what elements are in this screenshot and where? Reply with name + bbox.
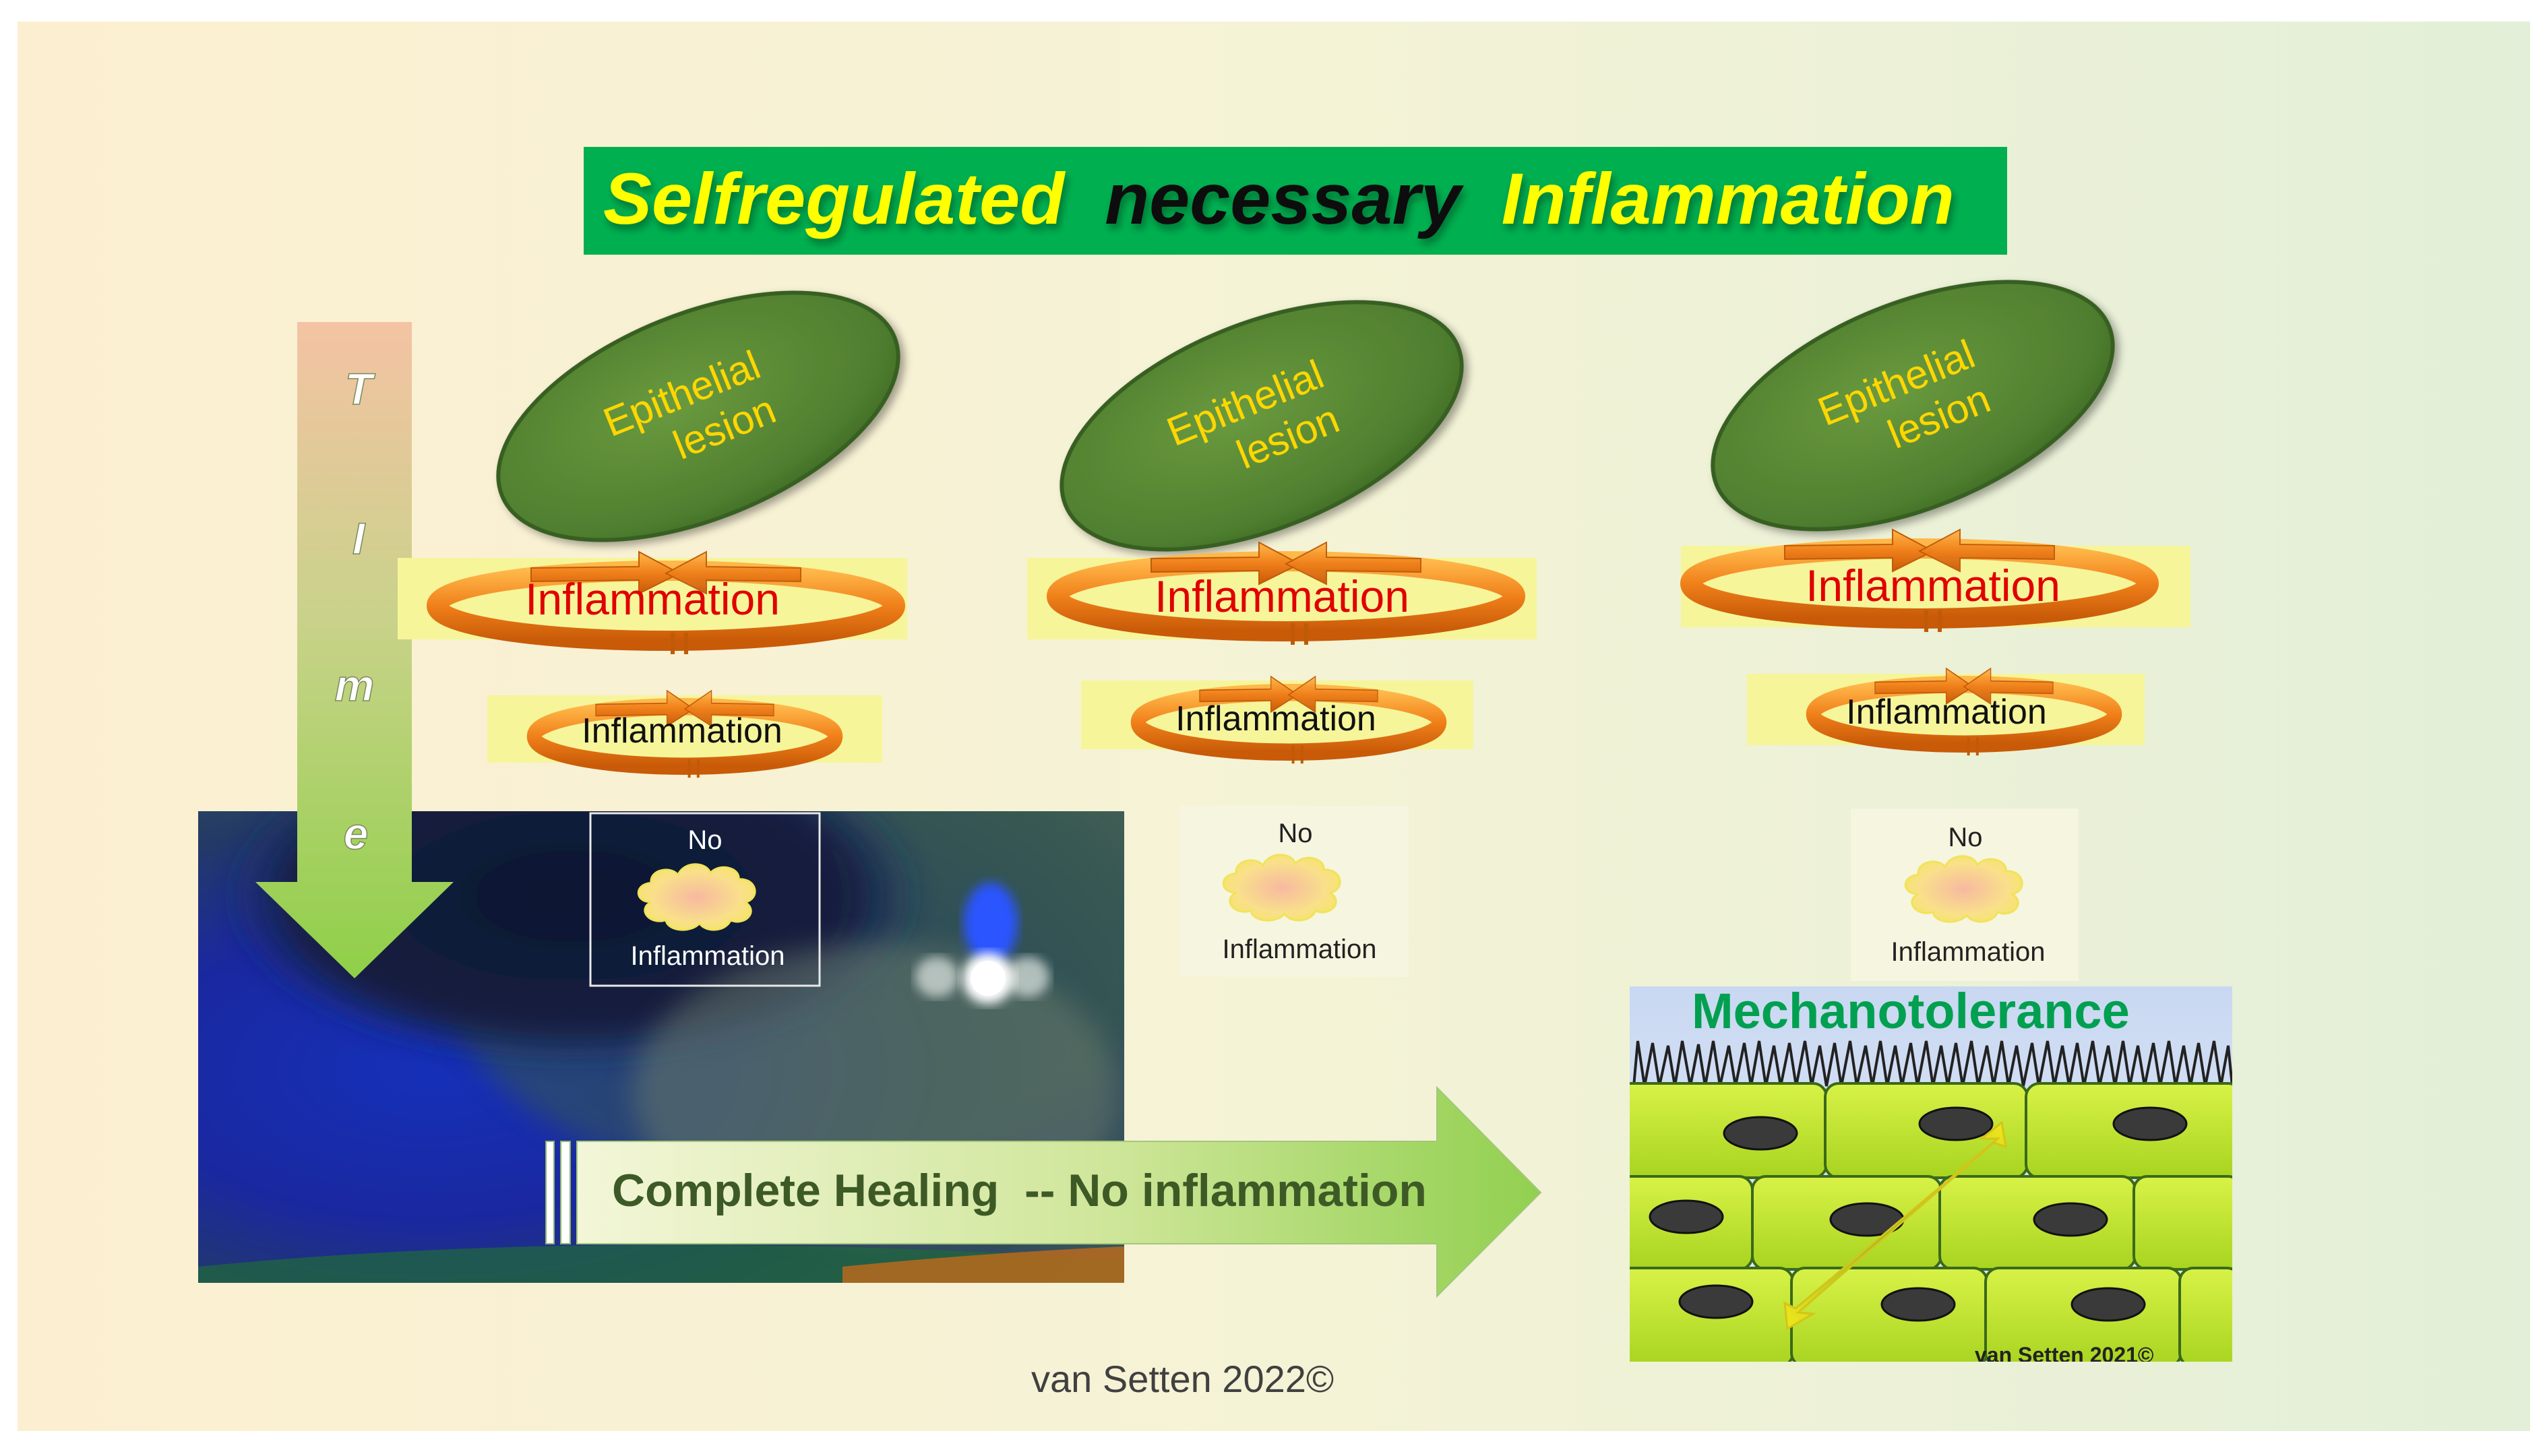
time-letter-i: I [352,513,366,563]
no-inflammation-box-1: No Inflammation [589,812,821,987]
time-letter-t: T [345,364,375,414]
mechanotolerance-diagonal-arrow [1783,1120,2007,1331]
no-label-3: No [1948,823,1982,852]
mechanotolerance-inset: Mechanotolerance van Setten 2021© [1630,983,2232,1367]
no-inflammation-box-3: No Inflammation [1851,809,2079,981]
healing-arrow-label: Complete Healing -- No inflammation [612,1165,1427,1216]
time-letter-e: e [344,809,369,858]
time-arrow: T I m e [255,322,454,978]
healing-arrow: Complete Healing -- No inflammation [545,1085,1542,1298]
inflammation-small-label-1: Inflammation [582,711,782,751]
column-2: Epithelial lesion Inflammation Inflammat… [1027,300,1537,977]
mechanotolerance-title: Mechanotolerance [1692,983,2130,1039]
svg-text:Selfregulated necessary: Selfregulated necessary Inflammation [603,158,1955,239]
time-letter-m: m [335,660,375,710]
footer-credit: van Setten 2022© [1031,1358,1334,1400]
title-part3: Inflammation [1502,158,1955,239]
inflammation-large-label-1: Inflammation [525,574,780,624]
no-inflammation-label-1: Inflammation [631,941,785,971]
no-label-1: No [687,825,722,855]
title-banner: Selfregulated necessary Inflammation [584,147,2007,255]
no-label-2: No [1278,819,1312,848]
no-inflammation-box-2: No Inflammation [1179,806,1409,977]
title-part2: necessary [1105,158,1464,239]
epithelial-lesion-3: Epithelial lesion [1711,280,2115,532]
column-3: Epithelial lesion Inflammation Inflammat… [1678,280,2190,981]
inflammation-small-label-2: Inflammation [1175,699,1376,738]
epithelial-lesion-1: Epithelial lesion [496,290,900,542]
inflammation-large-label-3: Inflammation [1806,561,2060,610]
mechanotolerance-credit: van Setten 2021© [1975,1343,2154,1367]
title-part1: Selfregulated [603,158,1066,239]
column-1: Epithelial lesion Inflammation Inflammat… [398,290,907,987]
no-inflammation-label-2: Inflammation [1223,935,1377,964]
epithelial-lesion-2: Epithelial lesion [1060,300,1464,552]
inflammation-small-label-3: Inflammation [1846,693,2047,732]
inflammation-large-label-2: Inflammation [1155,571,1409,621]
no-inflammation-label-3: Inflammation [1891,937,2046,967]
